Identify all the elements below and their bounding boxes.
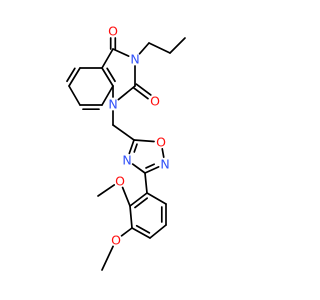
bond-c3o-n4o xyxy=(131,163,146,174)
bond-c8a-c4a-a xyxy=(101,67,114,87)
atom-o-c2: O xyxy=(150,94,160,109)
bond-n4o-c5o-b xyxy=(133,143,138,153)
atom-o-c4: O xyxy=(108,24,118,39)
bond-a3-a4-a xyxy=(131,227,151,239)
bond-a3-a4-b xyxy=(135,224,151,234)
bond-c8-c8a xyxy=(101,85,114,106)
bond-a1-a2-a xyxy=(129,192,148,207)
bond-c2-n1 xyxy=(117,85,136,101)
bond-c4-n3 xyxy=(112,48,130,57)
bond-a2-a3 xyxy=(129,205,133,229)
bond-a4-a5 xyxy=(149,224,167,239)
bond-n3-p1 xyxy=(138,42,150,55)
bond-p1-p2 xyxy=(148,42,171,54)
bond-ch2-c5o xyxy=(112,124,135,141)
bond-layer xyxy=(66,37,186,271)
bond-c4a-c4 xyxy=(101,48,114,69)
atom-o-ring: O xyxy=(156,135,166,150)
bond-o1o-n2o xyxy=(161,148,165,158)
bond-a3-om3 xyxy=(120,227,133,237)
bond-a1-a2-b xyxy=(134,197,149,209)
bond-om3-me3 xyxy=(101,245,114,271)
bond-c8a-c4a-b xyxy=(106,67,116,83)
bond-n2o-c3o-b xyxy=(145,163,156,169)
bond-c2-o2-a xyxy=(132,86,149,100)
bond-a6-a1 xyxy=(146,192,167,205)
bond-a2-om2 xyxy=(121,186,131,207)
bond-n2o-c3o-a xyxy=(144,166,160,174)
bond-c5o-o1o xyxy=(133,139,155,143)
bond-c2-o2-b xyxy=(135,83,152,96)
atom-n1: N xyxy=(108,97,117,112)
bond-c5-c6-b xyxy=(66,67,76,83)
atom-n-ring-lower: N xyxy=(122,153,131,168)
bond-n4o-c5o-a xyxy=(128,139,135,155)
bond-c5-c6-a xyxy=(68,67,81,87)
bond-p2-p3 xyxy=(169,37,186,54)
bond-c6-c7 xyxy=(68,85,81,106)
atom-n-ring-upper: N xyxy=(160,157,169,172)
bond-om2-me2 xyxy=(97,184,116,197)
atom-n3: N xyxy=(130,52,139,67)
atom-o-methoxy-2: O xyxy=(115,174,125,189)
bond-c3o-a1 xyxy=(144,172,148,194)
atom-o-methoxy-3: O xyxy=(111,233,121,248)
